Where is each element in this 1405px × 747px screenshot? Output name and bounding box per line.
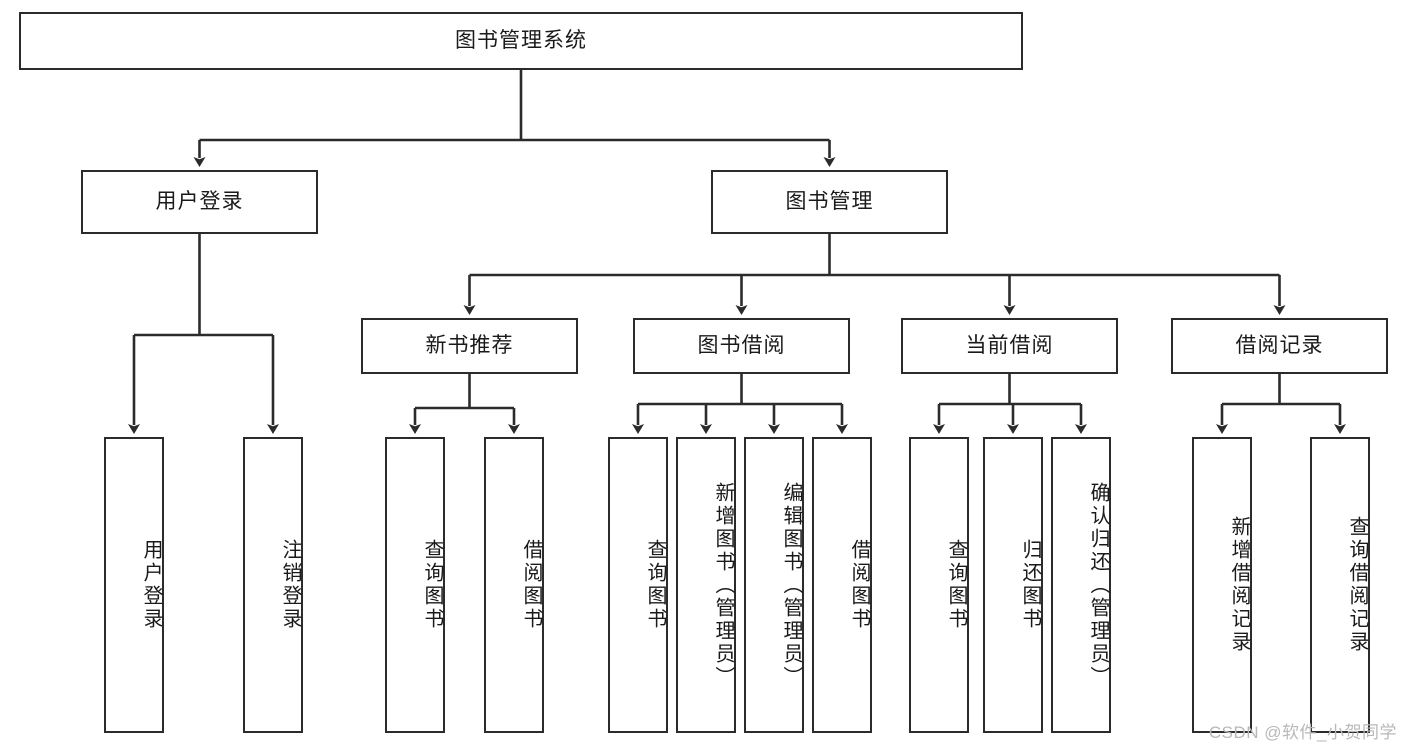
node-label: 查询图书	[945, 539, 967, 631]
node-label: 注销登录	[279, 539, 301, 631]
node-label: 借阅记录	[1235, 333, 1324, 357]
node-book-manage[interactable]: 图书管理	[711, 170, 948, 234]
node-user-login[interactable]: 用户登录	[81, 170, 318, 234]
node-leaf-edit-book[interactable]: 编辑图书（管理员）	[744, 437, 804, 733]
node-label: 借阅图书	[520, 539, 542, 631]
node-label: 查询借阅记录	[1346, 516, 1368, 654]
node-book-borrow[interactable]: 图书借阅	[633, 318, 850, 374]
node-label: 用户登录	[140, 539, 162, 631]
node-leaf-add-book[interactable]: 新增图书（管理员）	[676, 437, 736, 733]
node-leaf-query-borrow-record[interactable]: 查询借阅记录	[1310, 437, 1370, 733]
node-label: 查询图书	[421, 539, 443, 631]
node-new-book-recommend[interactable]: 新书推荐	[361, 318, 578, 374]
node-borrow-record[interactable]: 借阅记录	[1171, 318, 1388, 374]
node-label: 归还图书	[1019, 539, 1041, 631]
node-leaf-add-borrow-record[interactable]: 新增借阅记录	[1192, 437, 1252, 733]
node-label: 确认归还（管理员）	[1087, 481, 1109, 689]
node-leaf-user-login[interactable]: 用户登录	[104, 437, 164, 733]
node-label: 新增图书（管理员）	[712, 481, 734, 689]
node-label: 图书管理	[785, 189, 874, 213]
node-label: 用户登录	[155, 189, 244, 213]
node-label: 借阅图书	[848, 539, 870, 631]
node-label: 当前借阅	[965, 333, 1054, 357]
node-root-title[interactable]: 图书管理系统	[19, 12, 1023, 70]
node-leaf-borrow-book-2[interactable]: 借阅图书	[812, 437, 872, 733]
node-leaf-query-book-1[interactable]: 查询图书	[385, 437, 445, 733]
node-leaf-user-logout[interactable]: 注销登录	[243, 437, 303, 733]
node-current-borrow[interactable]: 当前借阅	[901, 318, 1118, 374]
node-leaf-borrow-book-1[interactable]: 借阅图书	[484, 437, 544, 733]
watermark-label: CSDN @软件_小贺同学	[1208, 723, 1397, 742]
node-label: 新增借阅记录	[1228, 516, 1250, 654]
node-label: 图书管理系统	[455, 28, 587, 52]
node-label: 图书借阅	[697, 333, 786, 357]
node-label: 查询图书	[644, 539, 666, 631]
node-label: 编辑图书（管理员）	[780, 481, 802, 689]
node-label: 新书推荐	[425, 333, 514, 357]
node-leaf-confirm-return[interactable]: 确认归还（管理员）	[1051, 437, 1111, 733]
node-leaf-query-book-3[interactable]: 查询图书	[909, 437, 969, 733]
node-leaf-return-book[interactable]: 归还图书	[983, 437, 1043, 733]
node-leaf-query-book-2[interactable]: 查询图书	[608, 437, 668, 733]
